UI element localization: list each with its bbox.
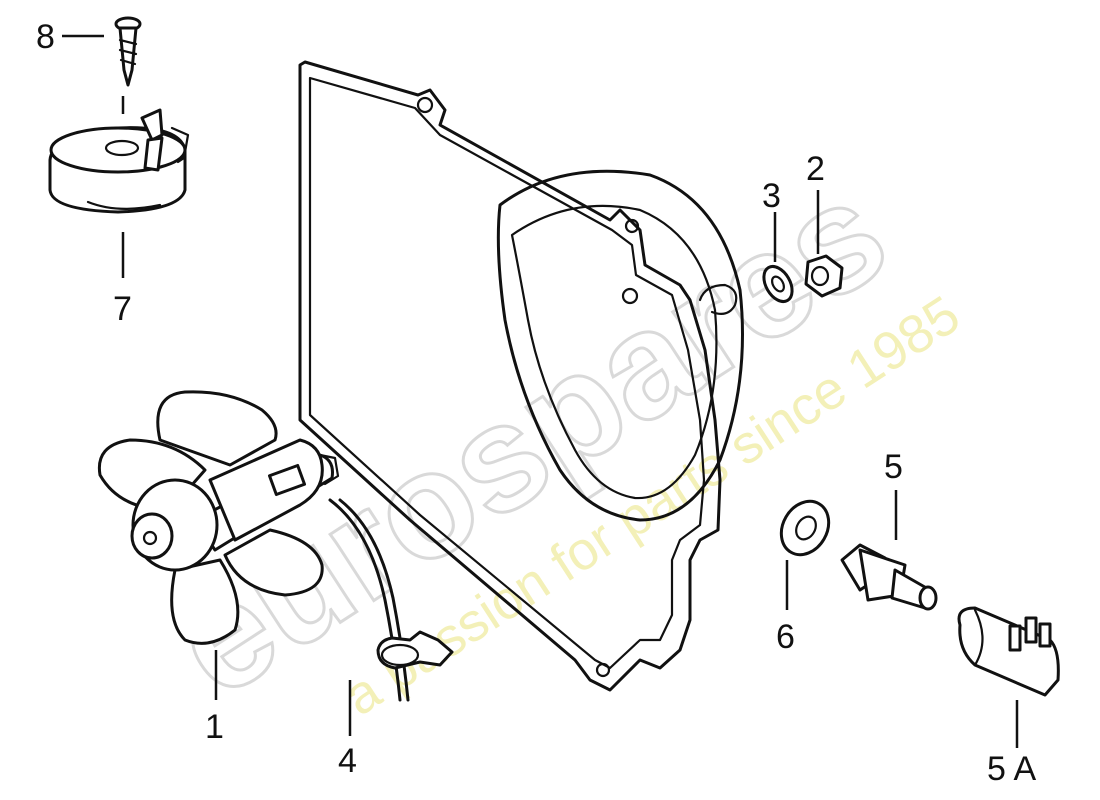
self-tapping-screw [114, 16, 142, 87]
callout-4: 4 [338, 742, 357, 780]
callout-3: 3 [762, 177, 781, 215]
callout-7: 7 [113, 290, 132, 328]
callout-1: 1 [205, 708, 224, 746]
connector-part-5a [957, 606, 1060, 697]
callout-6: 6 [776, 618, 795, 656]
fan-motor-assembly [97, 390, 340, 645]
callout-labels: 8 7 3 2 1 4 6 5 5 A [36, 18, 1036, 788]
series-resistor [48, 108, 190, 214]
callout-8: 8 [36, 18, 55, 56]
sealing-ring-part-6 [779, 499, 831, 557]
hex-nut-part-2 [804, 254, 844, 298]
callout-5: 5 [884, 448, 903, 486]
callout-2: 2 [806, 150, 825, 188]
leader-lines [62, 34, 1019, 748]
thermo-switch-part-5 [840, 543, 938, 611]
callout-5a: 5 A [987, 750, 1036, 788]
washer-part-3 [762, 264, 794, 304]
cable-and-clip [328, 498, 454, 702]
fan-shroud [298, 60, 744, 692]
